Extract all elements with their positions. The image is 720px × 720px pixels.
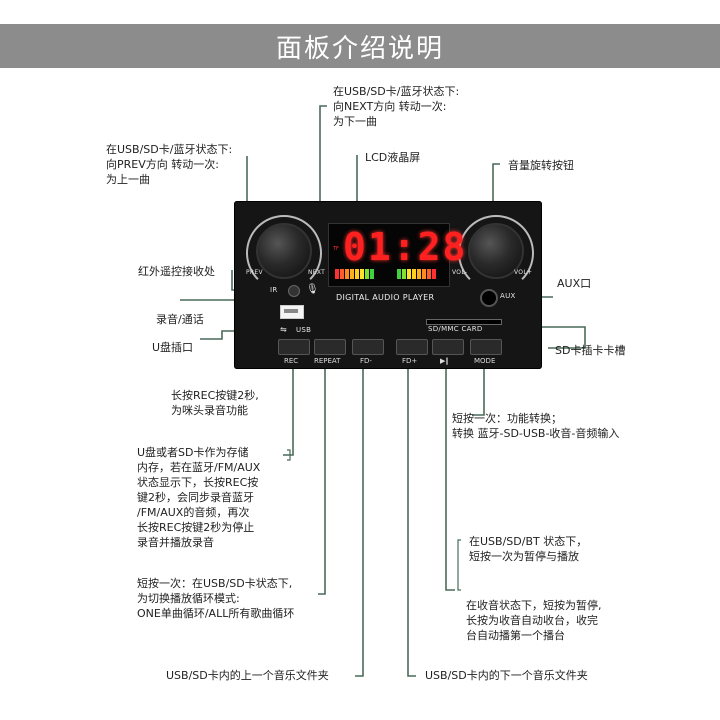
- annotation-aux: AUX口: [557, 277, 592, 290]
- volume-knob-ring: [458, 215, 534, 291]
- annotation-storage: U盘或者SD卡作为存储内存，若在蓝牙/FM/AUX 状态显示下，长按REC按键2…: [137, 446, 261, 549]
- annotation-record: 录音/通话: [156, 313, 204, 326]
- leader-sdslot: [500, 326, 586, 349]
- usb-icon: ⇋: [280, 325, 288, 334]
- usb-port[interactable]: [280, 305, 304, 319]
- vol-minus-label: VOL-: [452, 269, 468, 276]
- fd-plus-button[interactable]: [396, 339, 428, 355]
- spectrum-left: [335, 269, 374, 279]
- repeat-button[interactable]: [314, 339, 346, 355]
- annotation-udisk: U盘插口: [152, 341, 194, 354]
- annotation-play-fm: 在收音状态下，短按为暂停,长按为收音自动收台，收完台自动播第一个播台: [466, 599, 602, 642]
- sd-card-slot[interactable]: [426, 319, 502, 325]
- bracket-rec: [287, 449, 291, 461]
- annotation-next-folder: USB/SD卡内的下一个音乐文件夹: [425, 669, 588, 682]
- leader-rec: [283, 356, 294, 456]
- aux-port[interactable]: [480, 289, 498, 307]
- mode-button-label: MODE: [474, 357, 496, 365]
- fd-minus-button[interactable]: [352, 339, 384, 355]
- page-title: 面板介绍说明: [275, 33, 444, 64]
- device-title: DIGITAL AUDIO PLAYER: [336, 293, 435, 302]
- leader-fdminus: [355, 356, 364, 677]
- mic-icon: 🎙: [306, 284, 319, 295]
- lcd-tf-indicator: TF: [333, 246, 339, 252]
- annotation-volume: 音量旋转按钮: [508, 159, 574, 172]
- usb-label: USB: [296, 326, 312, 334]
- aux-label: AUX: [500, 292, 516, 300]
- bracket-play: [457, 539, 461, 591]
- fd-plus-button-label: FD+: [402, 357, 418, 365]
- prev-next-knob[interactable]: [256, 223, 312, 279]
- leader-mode: [472, 356, 485, 416]
- leader-repeat: [318, 356, 326, 595]
- annotation-prev-folder: USB/SD卡内的上一个音乐文件夹: [166, 669, 329, 682]
- sd-card-label: SD/MMC CARD: [428, 325, 483, 333]
- leader-play: [445, 356, 455, 591]
- annotation-rec-long: 长按REC按键2秒,为咪头录音功能: [171, 389, 259, 417]
- prev-knob-ring: [246, 215, 322, 291]
- prev-label: PREV: [246, 269, 263, 276]
- lcd-screen: TF 01:28: [328, 223, 465, 287]
- rec-button-label: REC: [284, 357, 299, 365]
- annotation-sdslot: SD卡插卡卡槽: [555, 344, 626, 357]
- annotation-next: 在USB/SD卡/蓝牙状态下:向NEXT方向 转动一次:为下一曲: [333, 85, 460, 128]
- repeat-button-label: REPEAT: [314, 357, 341, 365]
- annotation-prev: 在USB/SD卡/蓝牙状态下:向PREV方向 转动一次:为上一曲: [106, 143, 233, 186]
- annotation-mode: 短按一次：功能转换；转换 蓝牙-SD-USB-收音-音频输入: [452, 412, 620, 440]
- vol-plus-label: VOL+: [514, 269, 533, 276]
- ir-label: IR: [270, 286, 278, 294]
- fd-minus-button-label: FD-: [360, 357, 372, 365]
- annotation-play-bt: 在USB/SD/BT 状态下，短按一次为暂停与播放: [469, 535, 588, 563]
- play-pause-button[interactable]: [432, 339, 464, 355]
- spectrum-right: [397, 269, 436, 279]
- play-pause-button-label: ▶‖: [440, 357, 449, 365]
- device-panel: PREV NEXT VOL- VOL+ TF 01:28 IR 🎙 DIGITA…: [234, 201, 542, 369]
- leader-fdplus: [407, 356, 416, 677]
- ir-receiver: [288, 285, 300, 297]
- mode-button[interactable]: [470, 339, 502, 355]
- page-header: 面板介绍说明: [0, 24, 720, 68]
- next-label: NEXT: [308, 269, 326, 276]
- annotation-ir: 红外遥控接收处: [138, 265, 215, 278]
- rec-button[interactable]: [278, 339, 310, 355]
- annotation-lcd: LCD液晶屏: [365, 151, 421, 164]
- lcd-time: 01:28: [343, 225, 468, 269]
- volume-knob[interactable]: [468, 223, 524, 279]
- annotation-repeat: 短按一次：在USB/SD卡状态下,为切换播放循环模式:ONE单曲循环/ALL所有…: [137, 577, 295, 620]
